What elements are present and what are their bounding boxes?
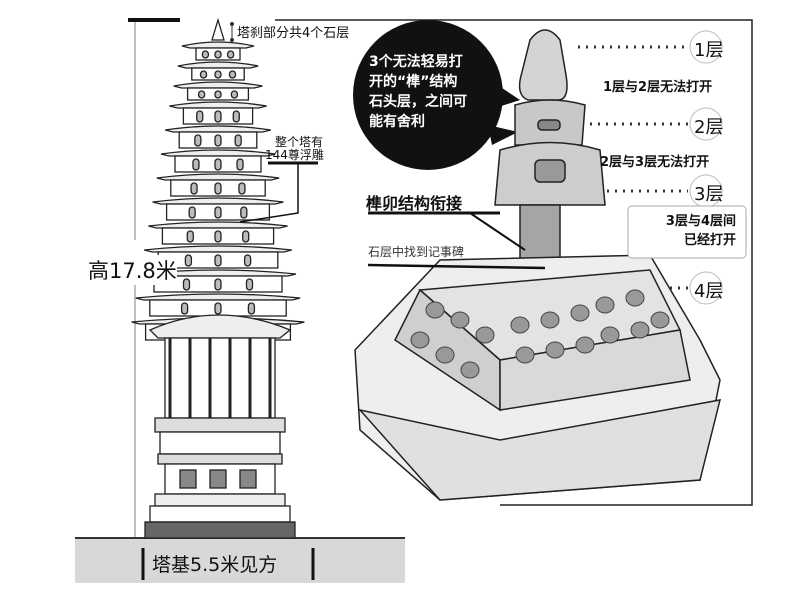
relief-niche [214,134,222,147]
relief-niche [243,254,252,267]
relief-niche [190,182,198,195]
relief-niche [180,302,189,315]
relief-niche [182,278,191,291]
carved-medallion [630,321,650,339]
main-roof [148,314,292,339]
relief-niche [194,134,202,147]
eave [181,41,255,49]
carved-medallion [410,331,430,349]
pagoda-base [144,521,296,539]
carved-medallion [545,341,565,359]
spire-tip [211,17,225,41]
note34-box [627,205,747,259]
eave [177,61,259,69]
relief-niche [214,278,222,291]
carved-medallion [600,326,620,344]
relief-niche [214,90,222,99]
layer-1-label: 1层 [694,40,724,61]
relief-niche [238,182,246,195]
ground [75,538,405,583]
relief-niche [234,134,242,147]
relief-niche [230,90,239,99]
carved-medallion [475,326,495,344]
relief-niche [245,278,254,291]
layer-4-label: 4层 [694,281,724,302]
carved-medallion [450,311,470,329]
relief-niche [214,254,222,267]
bubble-line-1: 3个无法轻易打 [369,54,463,70]
bubble-line-4: 能有舍利 [369,114,425,130]
relief-niche [214,230,222,243]
relief-niche [196,110,204,123]
relief-niche [236,158,244,171]
relief-niche [201,50,210,59]
eave [152,197,284,205]
pavilion [164,337,276,419]
note-3-4: 3层与4层间 已经打开 [640,212,736,250]
relief-niche [214,206,222,219]
carved-medallion [650,311,670,329]
height-label: 高17.8米 [88,255,177,285]
bubble-line-3: 石头层，之间可 [369,94,467,110]
relief-niche [188,206,196,219]
note-2-3: 2层与3层无法打开 [600,155,710,170]
relief-niche [192,158,200,171]
bubble-text: 3个无法轻易打 开的“榫”结构 石头层，之间可 能有舍利 [369,52,467,132]
base-label: 塔基5.5米见方 [152,554,278,576]
eave [135,293,301,301]
eave [173,81,263,89]
reliefs-label-1: 整个塔有 [275,135,324,149]
eave [160,149,276,157]
carved-medallion [540,311,560,329]
carved-medallion [595,296,615,314]
relief-niche [197,90,206,99]
relief-niche [240,206,248,219]
mortise-label: 榫卯结构衔接 [366,194,463,213]
layer-3-label: 3层 [694,184,724,205]
eave [148,221,288,229]
carved-medallion [425,301,445,319]
carved-medallion [510,316,530,334]
reliefs-label-2: 144尊浮雕 [265,148,324,162]
eave [165,125,271,133]
relief-niche [214,302,222,315]
bubble-line-2: 开的“榫”结构 [369,74,458,90]
relief-niche [242,230,250,243]
relief-niche [214,50,222,59]
relief-niche [228,70,237,79]
carved-medallion [435,346,455,364]
relief-niche [232,110,240,123]
relief-niche [199,70,208,79]
relief-niche [186,230,194,243]
carved-medallion [460,361,480,379]
relief-niche [226,50,235,59]
carved-medallion [515,346,535,364]
spire-layers-label: 塔刹部分共4个石层 [237,26,350,41]
inset-frame [275,19,753,506]
note-1-2: 1层与2层无法打开 [603,80,713,95]
carved-medallion [575,336,595,354]
eave [156,173,280,181]
note-3-4-line-1: 3层与4层间 [665,214,736,229]
speech-bubble [353,20,503,170]
relief-niche [247,302,256,315]
relief-niche [184,254,193,267]
relief-niche [214,182,222,195]
eave [169,101,267,109]
relief-niche [214,110,222,123]
eave [144,245,292,253]
carved-medallion [625,289,645,307]
pagoda [131,17,305,539]
stone-base [354,254,722,501]
note-3-4-line-2: 已经打开 [683,233,736,248]
tablet-label: 石层中找到记事碑 [368,245,465,259]
relief-niche [214,158,222,171]
layer-2-label: 2层 [694,117,724,138]
carved-medallion [570,304,590,322]
relief-niche [214,70,222,79]
